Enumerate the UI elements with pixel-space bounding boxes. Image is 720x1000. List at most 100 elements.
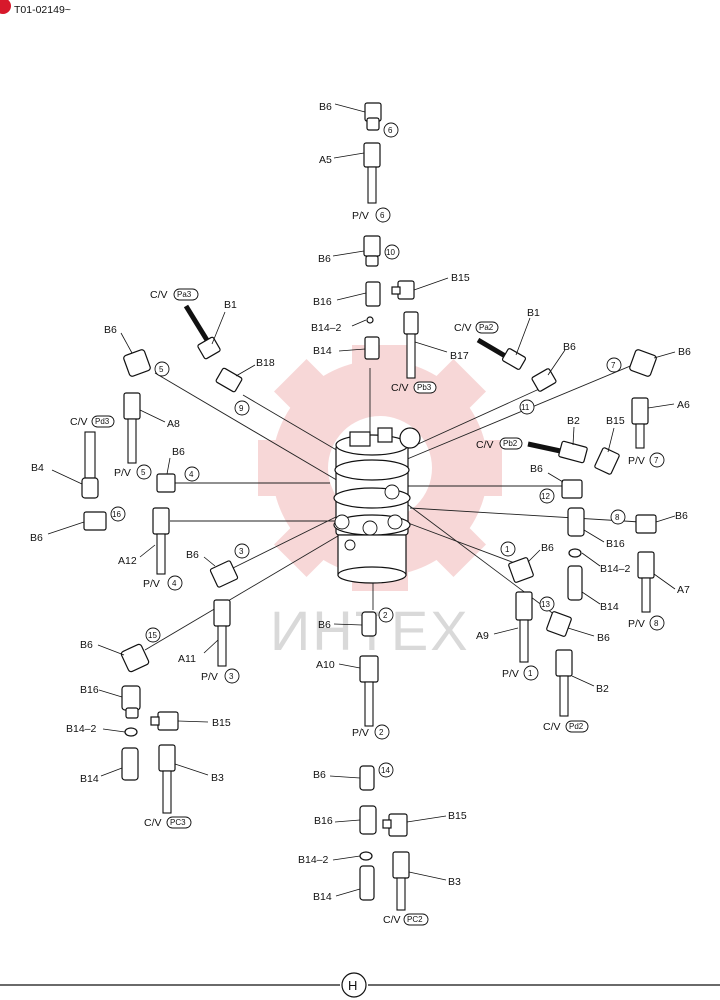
adapter-a11 (213, 599, 231, 627)
pv-label-1: P/V (502, 668, 519, 680)
tube-b2-lower (559, 675, 569, 717)
adapter-a9 (515, 591, 533, 621)
label-a12: A12 (118, 555, 137, 567)
fitting-b14-right (567, 565, 583, 601)
connection-lines (144, 361, 641, 651)
circled-number-11: 11 (521, 403, 530, 412)
cv-tag-pd2: Pd2 (569, 722, 584, 731)
cv-tag-pa2: Pa2 (479, 323, 494, 332)
label-b14-2-bottom: B14–2 (298, 854, 329, 866)
cv-label-pa2: C/V (454, 322, 472, 334)
adapter-a5 (363, 142, 381, 168)
pv-number-3: 3 (229, 672, 234, 681)
document-code: T01-02149~ (14, 4, 71, 16)
elbow-b6-8 (635, 514, 657, 534)
pv-label-2: P/V (352, 727, 369, 739)
circled-number-10: 10 (386, 248, 395, 257)
pv5-assembly (120, 332, 166, 464)
label-b3-left: B3 (211, 772, 224, 784)
label-b14-top: B14 (313, 345, 332, 357)
fitting-b14-bottom (359, 865, 375, 901)
label-b6-16: B6 (30, 532, 43, 544)
cv-label-pb3: C/V (391, 382, 409, 394)
cv-pd3-assembly (51, 431, 99, 499)
label-b6-1: B6 (541, 542, 554, 554)
cv-label-pd3: C/V (70, 416, 88, 428)
label-b14-2-right: B14–2 (600, 563, 631, 575)
label-a5: A5 (319, 154, 332, 166)
elbow-b6-12 (561, 479, 583, 499)
pv-label-7: P/V (628, 455, 645, 467)
circled-number-6: 6 (388, 126, 393, 135)
cv-label-pa3: C/V (150, 289, 168, 301)
elbow-b6-15 (97, 643, 150, 673)
label-b6-13: B6 (597, 632, 610, 644)
label-b2-lower: B2 (596, 683, 609, 695)
elbow-b15-right (594, 447, 620, 475)
circled-number-15: 15 (148, 631, 157, 640)
label-b6-8: B6 (675, 510, 688, 522)
pv-number-8: 8 (654, 619, 659, 628)
circled-number-8: 8 (615, 513, 620, 522)
elbow-b6-5 (123, 349, 151, 377)
label-a9: A9 (476, 630, 489, 642)
fitting-b14-top (364, 336, 380, 360)
label-b6-4: B6 (172, 446, 185, 458)
label-b15-left: B15 (212, 717, 231, 729)
circled-number-3: 3 (239, 547, 244, 556)
label-b6-14: B6 (313, 769, 326, 781)
label-b16-left: B16 (80, 684, 99, 696)
pv4-assembly (47, 507, 170, 575)
label-b14-2-left: B14–2 (66, 723, 97, 735)
cv-label-pc3: C/V (144, 817, 162, 829)
pv-number-1: 1 (528, 669, 533, 678)
fitting-b6-14 (359, 765, 375, 791)
label-a10: A10 (316, 659, 335, 671)
pv3-assembly (203, 599, 231, 667)
fitting-b14-left (121, 747, 139, 781)
elbow-b6-11 (531, 368, 557, 392)
cv-label-pb2: C/V (476, 439, 494, 451)
pv6-assembly (333, 102, 382, 204)
label-b14-left: B14 (80, 773, 99, 785)
circled-number-12: 12 (541, 492, 550, 501)
adapter-a8 (123, 392, 141, 420)
label-b6-top: B6 (319, 101, 332, 113)
cv-pa3-assembly (183, 304, 256, 393)
tube-b3-bottom (396, 877, 406, 911)
pv2-assembly (333, 611, 379, 727)
cv-label-pc2: C/V (383, 914, 401, 926)
fitting-b16-top (365, 281, 381, 307)
adapter-a12 (152, 507, 170, 535)
label-b6-11: B6 (563, 341, 576, 353)
tube-b17 (406, 333, 416, 379)
label-b6-10: B6 (318, 253, 331, 265)
label-b14-right: B14 (600, 601, 619, 613)
elbow-b6-4 (156, 457, 176, 493)
cv-label-pd2: C/V (543, 721, 561, 733)
pv-number-7: 7 (654, 456, 659, 465)
label-a7: A7 (677, 584, 690, 596)
label-b2-right: B2 (567, 415, 580, 427)
label-b15-top: B15 (451, 272, 470, 284)
pv-number-6: 6 (380, 211, 385, 220)
cv-tag-pa3: Pa3 (177, 290, 192, 299)
footer-section-marker (0, 972, 720, 998)
label-b14-bottom: B14 (313, 891, 332, 903)
label-b16-bottom: B16 (314, 815, 333, 827)
fitting-b16-right (567, 507, 585, 537)
label-a8: A8 (167, 418, 180, 430)
central-valve-block (333, 427, 421, 584)
pv-number-4: 4 (172, 579, 177, 588)
elbow-b6-7 (629, 349, 657, 377)
section-letter: H (348, 978, 357, 993)
cv-tag-pb2: Pb2 (503, 439, 518, 448)
label-b6-15: B6 (80, 639, 93, 651)
circled-number-5: 5 (159, 365, 164, 374)
circled-number-16: 16 (112, 510, 121, 519)
adapter-a10 (359, 655, 379, 683)
label-b6-5: B6 (104, 324, 117, 336)
elbow-b6-3 (203, 556, 239, 588)
label-b1-left: B1 (224, 299, 237, 311)
